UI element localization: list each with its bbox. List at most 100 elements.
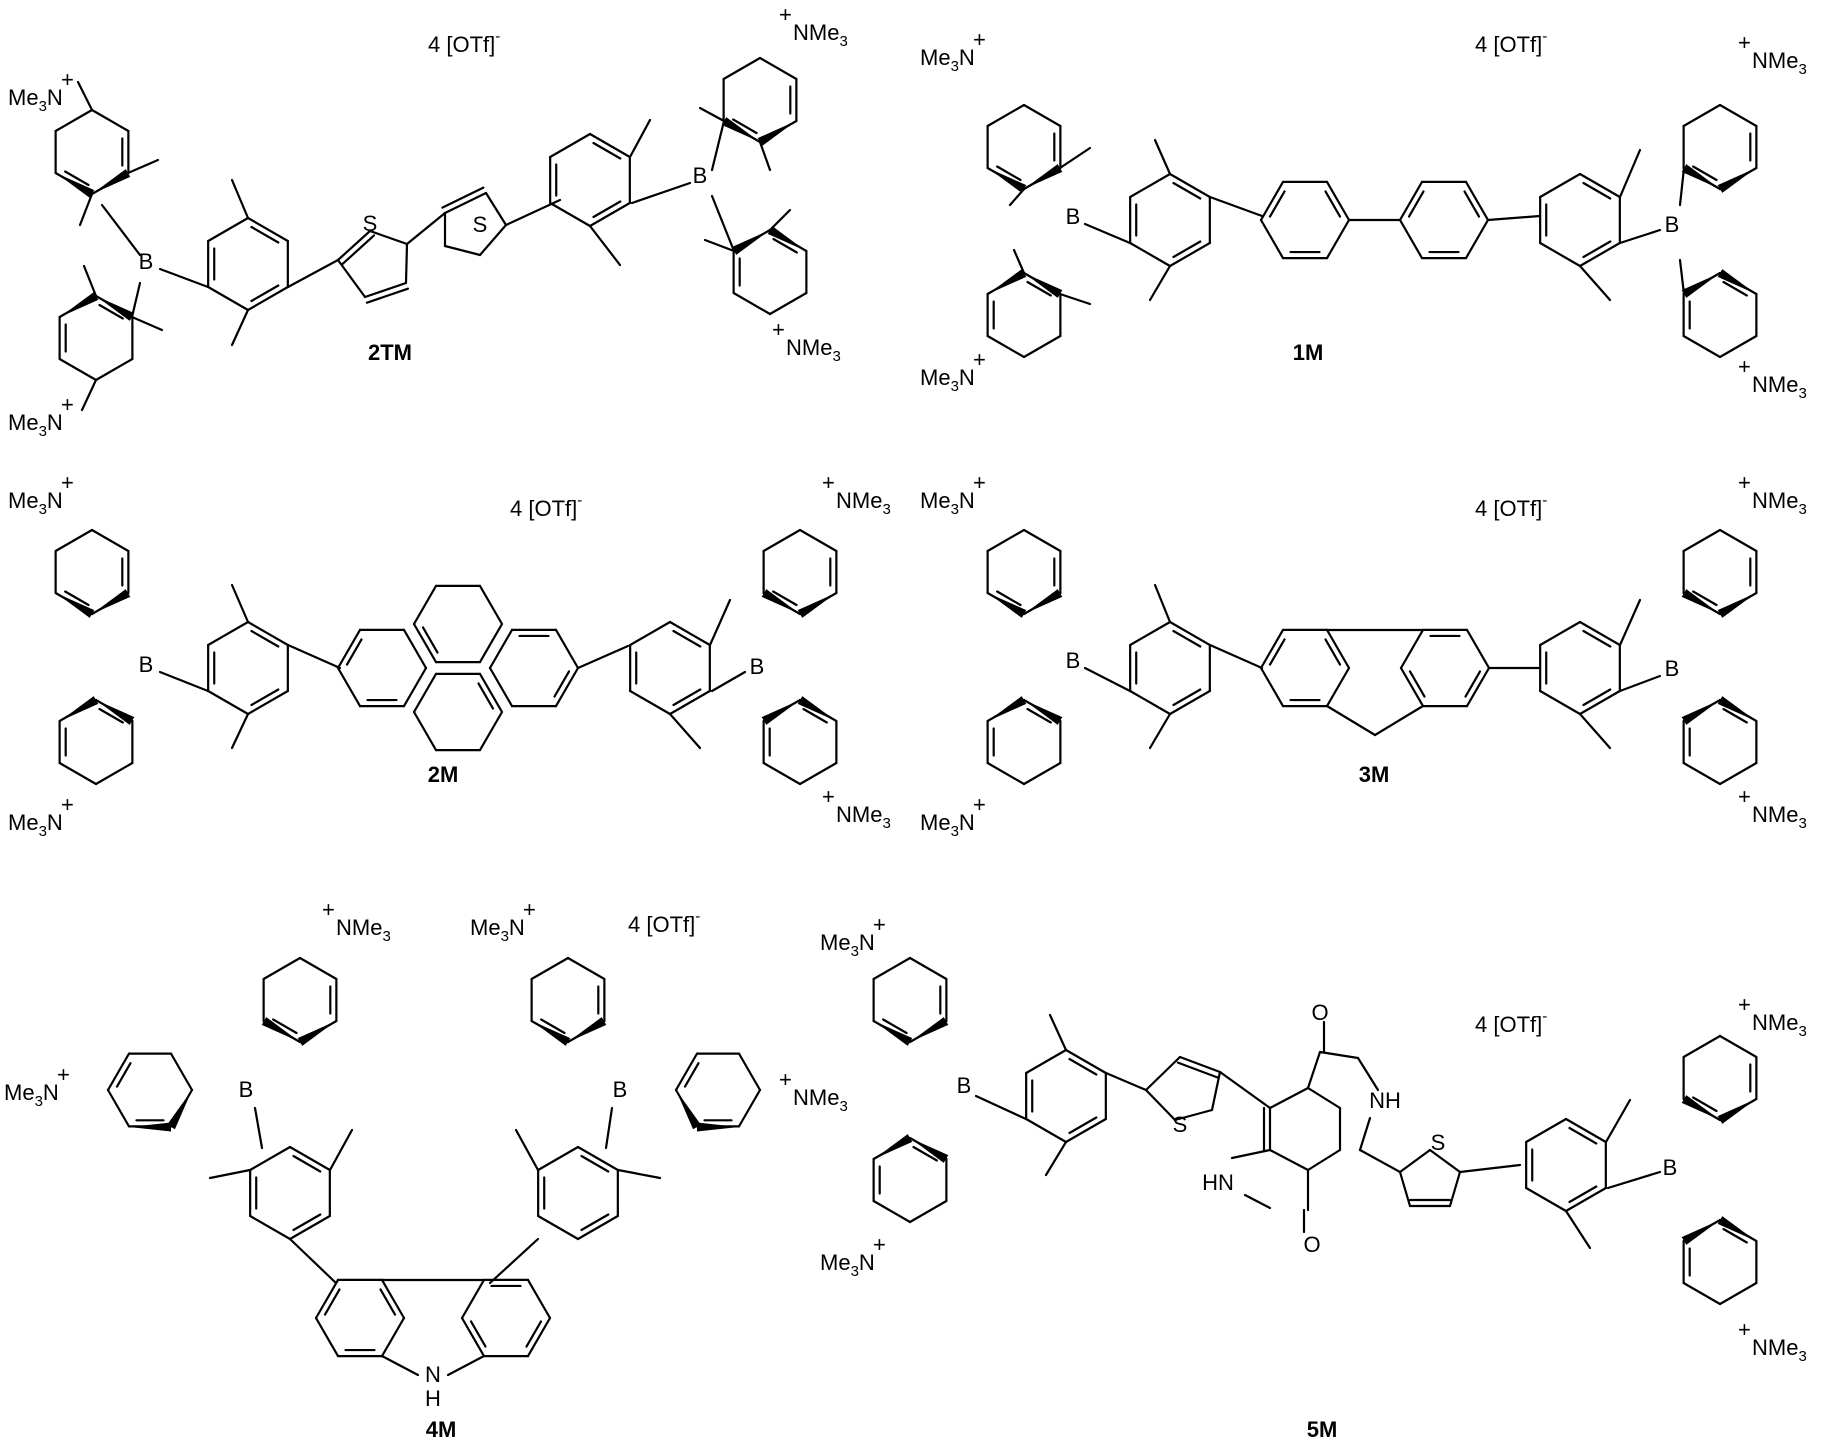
wedge-bond — [1024, 700, 1063, 725]
charge-label: + — [873, 1232, 886, 1257]
carbazole-ring — [460, 1316, 486, 1358]
xylyl-ring — [207, 620, 250, 647]
wedge-bond — [1717, 168, 1756, 193]
wedge-bond — [797, 593, 836, 618]
xylyl-ring — [588, 201, 631, 228]
ring-double-bond — [1172, 688, 1202, 707]
bond — [1356, 1056, 1380, 1092]
xylyl-ring — [1525, 1186, 1568, 1213]
charge-label: + — [1738, 1317, 1751, 1342]
wedge-bond — [60, 696, 99, 721]
xylyl-ring — [668, 620, 711, 647]
boron-atom: B — [693, 163, 708, 188]
charge-label: + — [61, 67, 74, 92]
bond — [588, 224, 622, 267]
xylyl-ring — [1539, 172, 1582, 199]
aryl-ring — [1718, 103, 1758, 128]
xylyl-ring — [629, 689, 672, 716]
aryl-ring — [737, 1052, 762, 1092]
pyrene-ring — [412, 672, 438, 714]
bond — [1306, 1050, 1322, 1090]
ring-double-bond — [1268, 190, 1286, 218]
ring-double-bond — [1172, 240, 1202, 259]
wedge-bond — [767, 226, 806, 251]
boron-atom: B — [1066, 648, 1081, 673]
bond — [1058, 292, 1092, 306]
aryl-ring — [566, 956, 606, 981]
ring-double-bond — [272, 1018, 298, 1035]
ammonium-label: Me3N — [820, 1250, 875, 1280]
double-bond — [340, 234, 376, 266]
ammonium-label: Me3N — [920, 45, 975, 75]
ammonium-label: NMe3 — [1752, 1335, 1807, 1365]
aryl-ring — [1682, 334, 1722, 359]
bond — [230, 308, 250, 347]
xylyl-ring — [1129, 172, 1172, 199]
wedge-bond — [697, 1122, 739, 1132]
phenyl-ring — [1398, 218, 1424, 260]
ring-double-bond — [1464, 670, 1482, 698]
charge-label: + — [973, 792, 986, 817]
xylyl-ring — [1564, 1117, 1607, 1144]
ring-double-bond — [1692, 165, 1718, 182]
bond — [1398, 1170, 1412, 1208]
aryl-ring — [798, 528, 838, 553]
charge-label: + — [779, 2, 792, 27]
ring-double-bond — [683, 1062, 700, 1088]
bond — [1048, 1013, 1068, 1052]
pyrene-ring — [412, 710, 438, 752]
hydrogen-atom: H — [425, 1386, 441, 1411]
aryl-ring — [1682, 1034, 1722, 1059]
xylyl-ring — [576, 1145, 619, 1172]
ammonium-label: Me3N — [920, 488, 975, 518]
bond-layer — [54, 56, 1758, 1377]
boron-atom: B — [139, 249, 154, 274]
charge-label: + — [61, 392, 74, 417]
aryl-ring — [1718, 334, 1758, 359]
xylyl-ring — [1525, 1117, 1568, 1144]
ring-double-bond — [592, 200, 622, 219]
bond — [1618, 598, 1642, 647]
bond — [698, 106, 726, 123]
phenyl-ring — [1325, 218, 1351, 260]
wedge-bond — [1024, 164, 1063, 189]
aryl-ring — [90, 528, 130, 553]
bond — [230, 712, 250, 750]
ring-double-bond — [1068, 1057, 1098, 1076]
aryl-ring — [986, 761, 1026, 786]
ammonium-label: Me3N — [8, 85, 63, 115]
bond — [1083, 222, 1132, 245]
charge-label: + — [873, 912, 886, 937]
wedge-bond — [56, 593, 95, 618]
oxygen-atom: O — [1311, 1000, 1328, 1025]
ammonium-label: Me3N — [8, 488, 63, 518]
bond — [1358, 1148, 1402, 1174]
pyrene-ring — [336, 628, 362, 670]
xylyl-ring — [1025, 1048, 1068, 1075]
bond — [158, 267, 210, 289]
wedge-bond — [761, 589, 800, 614]
pyrene-ring — [478, 584, 504, 626]
counterion-label: 4 [OTf]- — [1475, 1008, 1547, 1037]
xylyl-ring — [588, 132, 631, 159]
carbazole-ring — [314, 1316, 340, 1358]
wedge-bond — [1681, 589, 1720, 614]
ring-double-bond — [592, 141, 622, 160]
bond — [628, 118, 652, 159]
wedge-bond — [1681, 164, 1720, 189]
aryl-ring — [1682, 103, 1722, 128]
ammonium-label: Me3N — [8, 810, 63, 840]
bond — [1012, 248, 1026, 275]
compound-label-5M: 5M — [1307, 1417, 1338, 1442]
xylyl-ring — [629, 620, 672, 647]
boron-atom: B — [1663, 1155, 1678, 1180]
xylyl-ring — [537, 1214, 580, 1241]
bond — [230, 583, 250, 624]
ammonium-label: Me3N — [920, 365, 975, 395]
bond — [1578, 264, 1612, 302]
sulfur-atom: S — [1431, 1130, 1446, 1155]
wedge-bond — [1717, 1099, 1756, 1124]
bond — [336, 258, 367, 299]
xylyl-ring — [1168, 241, 1211, 268]
wedge-bond — [297, 1021, 336, 1046]
